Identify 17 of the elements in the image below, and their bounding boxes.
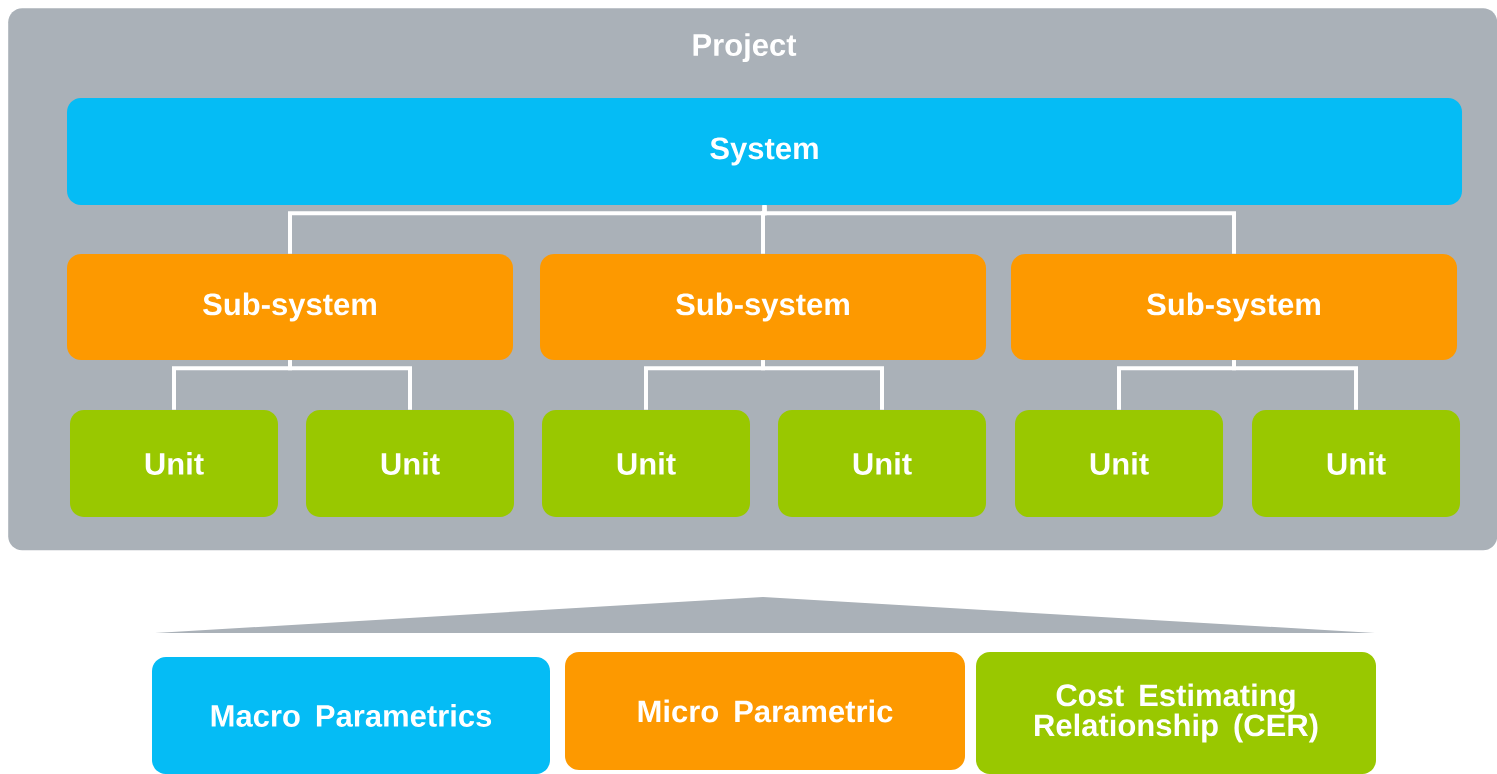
subsystem-box: Sub-system (67, 254, 513, 360)
connector (761, 360, 884, 410)
unit-box: Unit (70, 410, 278, 517)
system-box: System (67, 98, 1462, 205)
method-box: Micro Parametric (565, 652, 965, 770)
subsystem-box: Sub-system (1011, 254, 1457, 360)
unit-box: Unit (1252, 410, 1460, 517)
method-box: Cost Estimating Relationship (CER) (976, 652, 1376, 774)
connector (1232, 360, 1358, 410)
unit-box: Unit (306, 410, 514, 517)
unit-box: Unit (1015, 410, 1223, 517)
connector (762, 205, 1236, 254)
connector (288, 360, 412, 410)
unit-box: Unit (778, 410, 986, 517)
method-box: Macro Parametrics (152, 657, 550, 774)
unit-box: Unit (542, 410, 750, 517)
subsystem-box: Sub-system (540, 254, 986, 360)
